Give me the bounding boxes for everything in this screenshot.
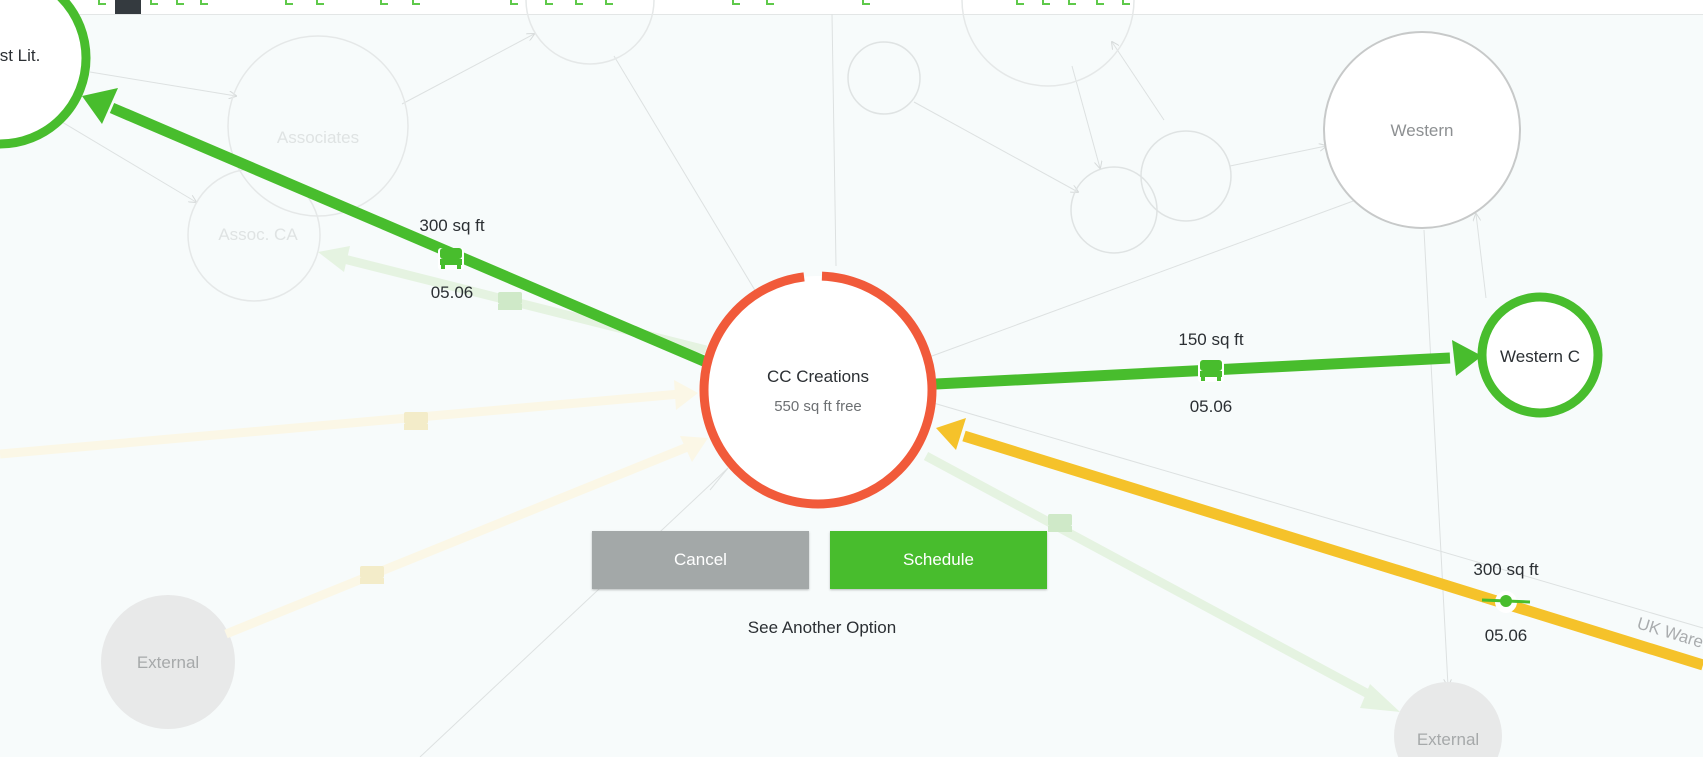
- link-size-uk-warehouse: 300 sq ft: [1473, 560, 1538, 579]
- node-label-assoc-ca: Assoc. CA: [218, 225, 298, 244]
- truck-icon: [498, 292, 522, 310]
- see-another-option-link[interactable]: See Another Option: [747, 618, 897, 637]
- node-western-c[interactable]: [1477, 292, 1603, 418]
- plane-icon: [1481, 591, 1531, 613]
- timeline-tick[interactable]: [510, 0, 518, 5]
- node-first-lit[interactable]: [0, 0, 91, 149]
- flow-from-uk-warehouse[interactable]: [936, 418, 1703, 671]
- link-size-first-lit: 300 sq ft: [419, 216, 484, 235]
- timeline-selected-marker[interactable]: [115, 0, 141, 14]
- timeline-tick[interactable]: [766, 0, 774, 5]
- node-associates[interactable]: [227, 35, 409, 217]
- timeline-tick[interactable]: [575, 0, 583, 5]
- timeline-tick[interactable]: [176, 0, 184, 5]
- node-label-first-lit: st Lit.: [0, 46, 40, 65]
- timeline-tick[interactable]: [1042, 0, 1050, 5]
- timeline-tick[interactable]: [285, 0, 293, 5]
- timeline-tick[interactable]: [412, 0, 420, 5]
- link-size-western-c: 150 sq ft: [1178, 330, 1243, 349]
- node-cc-creations[interactable]: [699, 271, 937, 509]
- node-label-cc-creations: CC Creations: [767, 367, 869, 386]
- timeline-tick[interactable]: [98, 0, 106, 5]
- node-label-western-c: Western C: [1500, 347, 1580, 366]
- schedule-button[interactable]: Schedule: [830, 531, 1047, 589]
- timeline-tick[interactable]: [200, 0, 208, 5]
- timeline-tick[interactable]: [1122, 0, 1130, 5]
- truck-icon: [404, 412, 428, 430]
- truck-icon: [438, 248, 464, 270]
- timeline-tick[interactable]: [150, 0, 158, 5]
- timeline-tick[interactable]: [316, 0, 324, 5]
- link-date-uk-warehouse: 05.06: [1485, 626, 1528, 645]
- link-date-first-lit: 05.06: [431, 283, 474, 302]
- timeline-tick[interactable]: [732, 0, 740, 5]
- cancel-button[interactable]: Cancel: [592, 531, 809, 589]
- node-external-left[interactable]: [101, 595, 235, 729]
- flow-to-first-lit[interactable]: [82, 88, 709, 368]
- link-date-western-c: 05.06: [1190, 397, 1233, 416]
- node-offscreen[interactable]: [525, 0, 655, 65]
- node-unlabeled[interactable]: [847, 41, 921, 115]
- timeline-tick[interactable]: [1016, 0, 1024, 5]
- timeline-tick[interactable]: [605, 0, 613, 5]
- truck-icon: [1048, 514, 1072, 532]
- node-western[interactable]: [1323, 31, 1521, 229]
- timeline-tick[interactable]: [545, 0, 553, 5]
- timeline-tick[interactable]: [862, 0, 870, 5]
- flow-to-western-c[interactable]: [935, 340, 1482, 390]
- timeline-tick[interactable]: [1068, 0, 1076, 5]
- node-free-space: 550 sq ft free: [774, 398, 862, 415]
- node-label-associates: Associates: [277, 128, 359, 147]
- node-label-external-left: External: [137, 653, 199, 672]
- truck-icon: [1198, 360, 1224, 382]
- truck-icon: [360, 566, 384, 584]
- node-label-external-right: External: [1417, 730, 1479, 749]
- top-timeline-bar[interactable]: [0, 0, 1703, 15]
- timeline-tick[interactable]: [1096, 0, 1104, 5]
- timeline-tick[interactable]: [380, 0, 388, 5]
- node-offscreen[interactable]: [961, 0, 1135, 87]
- background-nodes: [101, 0, 1521, 757]
- node-unlabeled[interactable]: [1140, 130, 1232, 222]
- background-links: [61, 13, 1703, 757]
- node-external-right[interactable]: [1394, 682, 1502, 757]
- node-unlabeled[interactable]: [1070, 166, 1158, 254]
- node-label-western: Western: [1391, 121, 1454, 140]
